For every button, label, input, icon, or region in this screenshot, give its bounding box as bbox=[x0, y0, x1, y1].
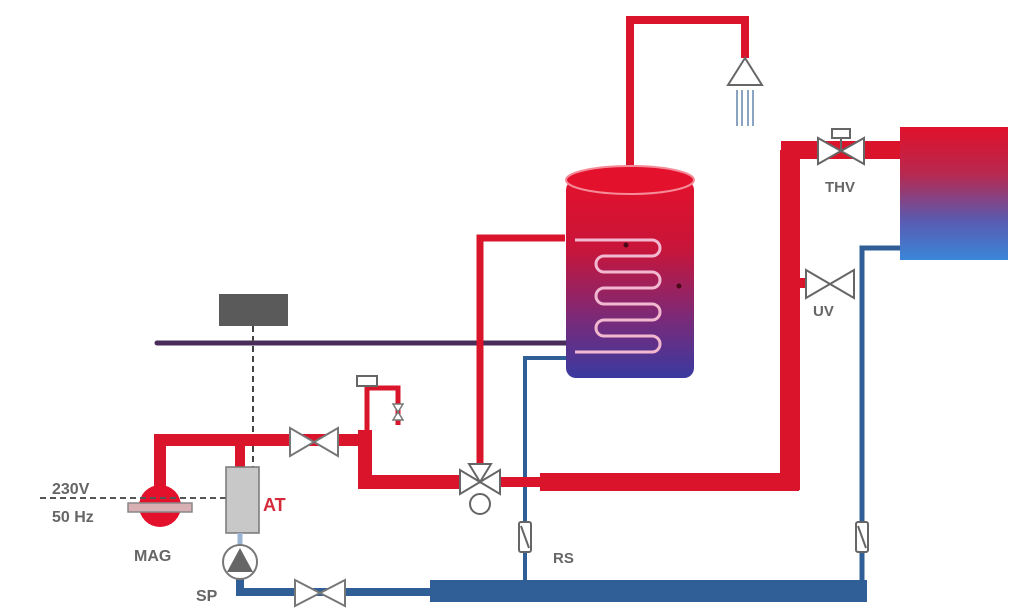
sp-label: SP bbox=[196, 588, 218, 605]
uv-label: UV bbox=[813, 303, 834, 320]
cold-return-pipe bbox=[859, 245, 900, 585]
cold-main-thick bbox=[430, 580, 867, 602]
at-heat-exchanger bbox=[225, 466, 260, 534]
hot-riser bbox=[780, 150, 800, 490]
coil-return-pipe bbox=[523, 356, 570, 585]
mag-label: MAG bbox=[134, 548, 171, 565]
vent-pipe bbox=[364, 385, 401, 430]
gate-valve-1-icon bbox=[289, 426, 339, 458]
mag-vessel-icon bbox=[127, 485, 193, 527]
coil-supply-pipe bbox=[476, 234, 565, 465]
cold-main-pipe bbox=[236, 578, 430, 596]
check-valve-2-icon bbox=[855, 521, 869, 553]
shower-supply-pipe bbox=[626, 16, 749, 170]
thv-label: THV bbox=[825, 179, 855, 196]
overflow-valve-icon bbox=[805, 268, 855, 300]
storage-tank bbox=[565, 165, 695, 378]
hot-pipe-to-mixer bbox=[358, 430, 462, 489]
rs-label: RS bbox=[553, 550, 574, 567]
voltage-label: 230V bbox=[52, 481, 90, 498]
gate-valve-2-icon bbox=[294, 578, 346, 608]
frequency-label: 50 Hz bbox=[52, 509, 94, 526]
mixing-valve-icon bbox=[459, 463, 501, 515]
vent-valve-icon bbox=[391, 403, 405, 421]
vent-cap bbox=[356, 375, 378, 387]
radiator bbox=[900, 127, 1008, 260]
check-valve-1-icon bbox=[518, 521, 532, 553]
shower-head-icon bbox=[726, 56, 764, 126]
pump-icon bbox=[222, 544, 258, 580]
thermostatic-valve-icon bbox=[817, 128, 865, 166]
controller-box bbox=[219, 294, 288, 326]
at-label: AT bbox=[263, 495, 286, 515]
